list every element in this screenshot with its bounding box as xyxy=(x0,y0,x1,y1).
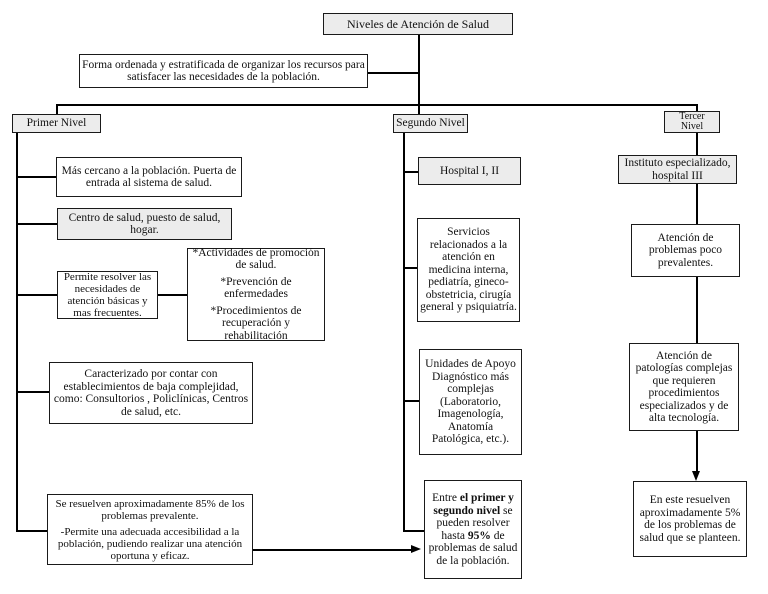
caracterizado-text: Caracterizado por contar con establecimi… xyxy=(53,368,249,418)
connector-tercer-seg4 xyxy=(696,431,698,473)
connector-stub-hospital xyxy=(403,171,418,173)
connector-resolve-left-to-mid xyxy=(253,549,413,551)
resuelven-5-text: En este resuelven aproximadamente 5% de … xyxy=(639,494,741,544)
connector-stub-services xyxy=(403,267,417,269)
connector-tercer-seg1 xyxy=(696,133,698,155)
box-unidades-apoyo: Unidades de Apoyo Diagnóstico más comple… xyxy=(419,349,522,455)
header-primer-nivel: Primer Nivel xyxy=(12,114,101,133)
connector-stub-complexity xyxy=(16,391,49,393)
definition-box: Forma ordenada y estratificada de organi… xyxy=(79,54,368,88)
connector-elbow-resolve-mid xyxy=(403,530,424,532)
connector-stub-needs xyxy=(16,294,57,296)
header-tercer-nivel: Tercer Nivel xyxy=(664,111,720,133)
header-primer-label: Primer Nivel xyxy=(26,117,87,130)
connector-needs-to-activities xyxy=(157,294,187,296)
title-box: Niveles de Atención de Salud xyxy=(323,13,513,35)
box-patologias-complejas: Atención de patologías complejas que req… xyxy=(629,343,739,431)
box-se-resuelven-85: Se resuelven aproximadamente 85% de los … xyxy=(47,494,253,565)
connector-branch-horizontal xyxy=(56,104,698,106)
connector-tercer-seg3 xyxy=(696,277,698,343)
connector-stub-closest xyxy=(16,176,56,178)
box-hospital: Hospital I, II xyxy=(418,157,521,185)
box-resuelven-5: En este resuelven aproximadamente 5% de … xyxy=(633,481,747,557)
box-problemas-poco-prevalentes: Atención de problemas poco prevalentes. xyxy=(631,224,740,277)
patologias-text: Atención de patologías complejas que req… xyxy=(635,349,733,425)
connector-trunk-vertical xyxy=(418,34,420,104)
connector-spine-segundo xyxy=(403,133,405,531)
title-text: Niveles de Atención de Salud xyxy=(347,16,489,31)
connector-drop-segundo xyxy=(418,104,420,115)
connector-tercer-seg2 xyxy=(696,183,698,225)
connector-spine-primer xyxy=(16,132,18,531)
arrowhead-right-icon xyxy=(411,545,421,553)
unidades-apoyo-text: Unidades de Apoyo Diagnóstico más comple… xyxy=(425,358,516,446)
connector-elbow-resolve-left xyxy=(16,530,47,532)
hospital-text: Hospital I, II xyxy=(439,164,500,177)
header-tercer-label: Tercer Nivel xyxy=(679,110,705,132)
box-instituto: Instituto especializado, hospital III xyxy=(618,155,737,184)
connector-drop-primer xyxy=(56,104,58,115)
header-segundo-label: Segundo Nivel xyxy=(396,117,465,130)
connector-drop-tercer xyxy=(696,104,698,112)
centro-salud-text: Centro de salud, puesto de salud, hogar. xyxy=(68,211,221,237)
permite-resolver-text: Permite resolver las necesidades de aten… xyxy=(63,271,152,319)
connector-stub-support xyxy=(403,400,419,402)
box-caracterizado: Caracterizado por contar con establecimi… xyxy=(49,362,253,424)
definition-text: Forma ordenada y estratificada de organi… xyxy=(82,58,365,84)
entre-niveles-text: Entre el primer y segundo nivel se puede… xyxy=(428,492,518,567)
arrowhead-down-icon xyxy=(692,471,700,481)
connector-stub-facilities xyxy=(16,223,57,225)
servicios-text: Servicios relacionados a la atención en … xyxy=(420,226,517,314)
box-mas-cercano: Más cercano a la población. Puerta de en… xyxy=(56,157,242,197)
connector-definition-to-trunk xyxy=(367,72,419,74)
instituto-text: Instituto especializado, hospital III xyxy=(624,157,731,182)
mas-cercano-text: Más cercano a la población. Puerta de en… xyxy=(61,164,237,190)
box-servicios: Servicios relacionados a la atención en … xyxy=(417,218,520,322)
box-entre-niveles-95: Entre el primer y segundo nivel se puede… xyxy=(424,480,522,579)
poco-prevalentes-text: Atención de problemas poco prevalentes. xyxy=(648,231,723,269)
box-permite-resolver: Permite resolver las necesidades de aten… xyxy=(57,271,158,319)
header-segundo-nivel: Segundo Nivel xyxy=(393,114,468,133)
box-centro-salud: Centro de salud, puesto de salud, hogar. xyxy=(57,208,232,240)
box-actividades: *Actividades de promoción de salud.*Prev… xyxy=(187,247,325,342)
